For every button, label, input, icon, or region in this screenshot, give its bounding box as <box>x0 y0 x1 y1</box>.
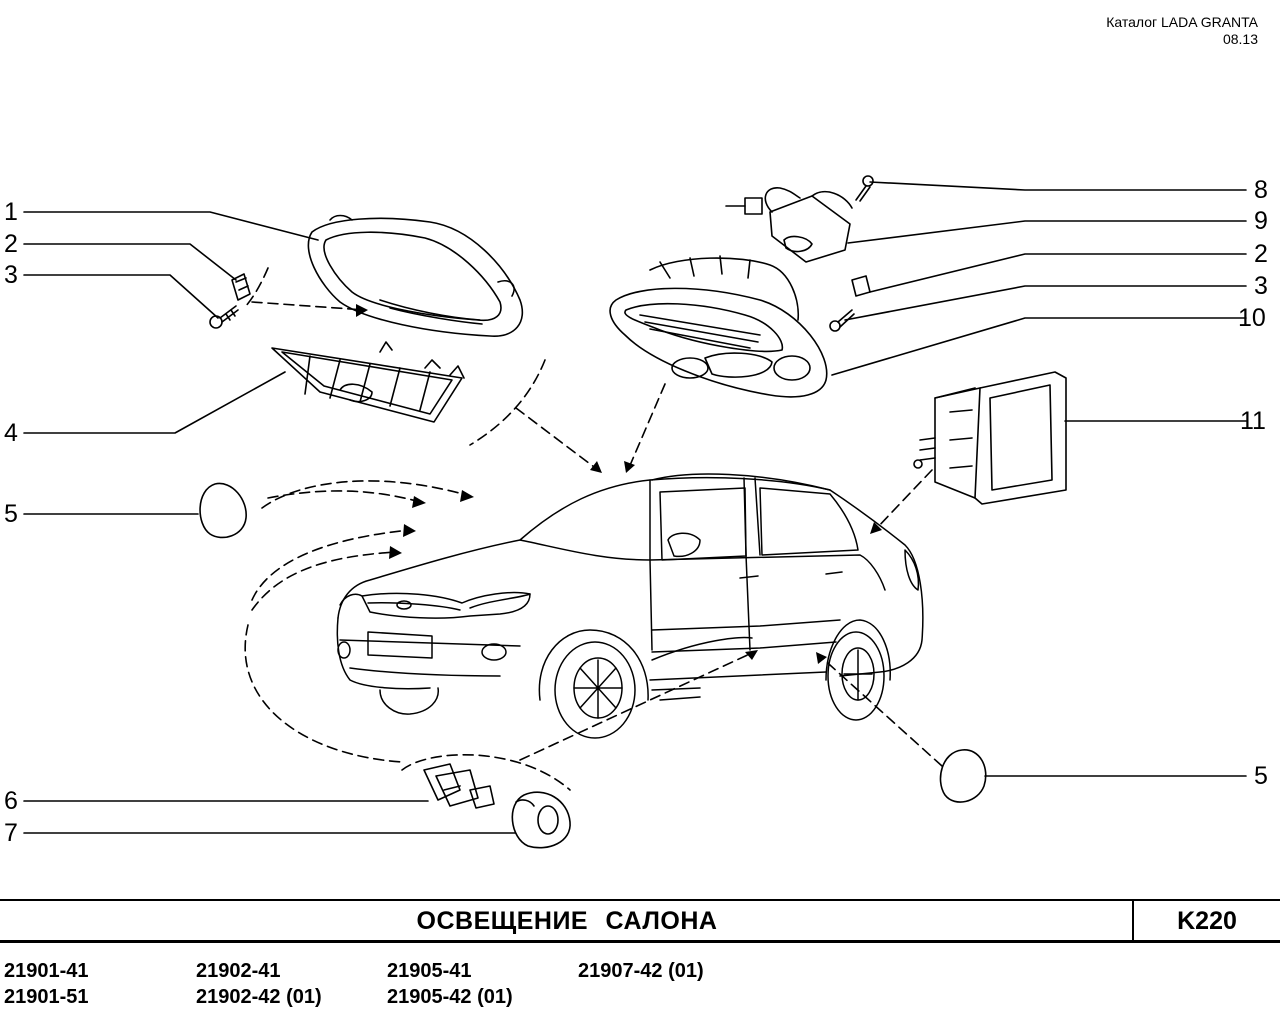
leader-lines-left <box>23 211 516 834</box>
callout-left-4: 4 <box>4 419 18 447</box>
clip-left-part-2 <box>231 273 251 301</box>
exploded-diagram <box>23 175 1247 849</box>
callout-right-5: 5 <box>1254 762 1268 790</box>
lamp-housing-part-1 <box>307 214 524 337</box>
callout-left-7: 7 <box>4 819 18 847</box>
title-separator <box>1132 901 1134 940</box>
plug-right-part-5 <box>939 749 987 803</box>
callout-right-10: 10 <box>1238 304 1266 332</box>
callout-right-8: 8 <box>1254 176 1268 204</box>
switch-module-part-9 <box>725 187 853 263</box>
callout-right-11: 11 <box>1240 407 1266 435</box>
model-code: 21905-42 (01) <box>387 986 513 1008</box>
lamp-socket-part-6 <box>423 763 495 809</box>
plug-left-part-5 <box>199 482 247 539</box>
arrowheads <box>356 304 882 664</box>
lamp-lens-part-4 <box>271 341 465 423</box>
clip-right-part-2 <box>851 275 871 297</box>
callout-right-3: 3 <box>1254 272 1268 300</box>
callout-left-5: 5 <box>4 500 18 528</box>
model-code: 21901-41 <box>4 960 89 982</box>
model-code: 21901-51 <box>4 986 89 1008</box>
car-body <box>336 473 924 739</box>
section-title: ОСВЕЩЕНИЕ САЛОНА <box>416 907 718 935</box>
callout-right-9: 9 <box>1254 207 1268 235</box>
callout-left-3: 3 <box>4 261 18 289</box>
dashed-indicators <box>244 267 943 791</box>
section-code: K220 <box>1177 907 1237 935</box>
callout-left-6: 6 <box>4 787 18 815</box>
callout-right-2: 2 <box>1254 240 1268 268</box>
callout-left-2: 2 <box>4 230 18 258</box>
catalog-title: Каталог LADA GRANTA <box>1106 14 1258 30</box>
leader-lines-right <box>831 181 1247 777</box>
screw-left-part-3 <box>209 305 239 329</box>
screw-right-part-3 <box>829 309 855 332</box>
door-lamp-part-11 <box>913 371 1067 505</box>
title-bar: ОСВЕЩЕНИЕ САЛОНА K220 <box>0 899 1280 943</box>
overhead-console-part-10 <box>609 255 828 398</box>
model-code: 21905-41 <box>387 960 472 982</box>
screw-top-part-8 <box>855 175 874 202</box>
catalog-date: 08.13 <box>1222 31 1258 47</box>
callout-left-1: 1 <box>4 198 18 226</box>
model-code: 21907-42 (01) <box>578 960 704 982</box>
model-code: 21902-41 <box>196 960 281 982</box>
model-code: 21902-42 (01) <box>196 986 322 1008</box>
rubber-boot-part-7 <box>511 791 571 849</box>
